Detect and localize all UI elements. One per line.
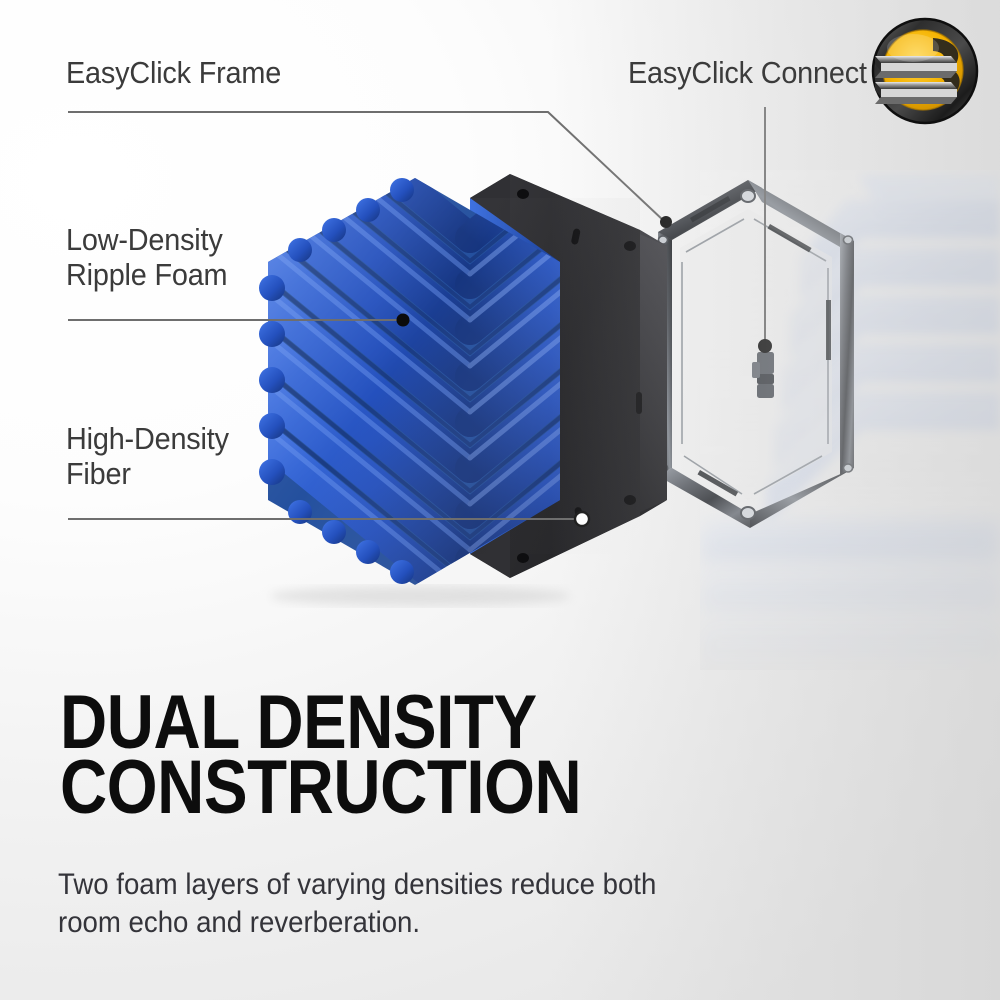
callout-low-density-ripple-foam-label: Low-Density Ripple Foam [66, 222, 228, 293]
headline-block: DUAL DENSITY CONSTRUCTION [60, 680, 740, 831]
callout-easyclick-frame: EasyClick Frame [66, 55, 297, 90]
headline-text: DUAL DENSITY CONSTRUCTION [60, 680, 582, 831]
logo-mark [875, 38, 960, 104]
subcopy-text: Two foam layers of varying densities red… [58, 868, 657, 940]
callout-low-density-ripple-foam: Low-Density Ripple Foam [66, 222, 240, 292]
callout-high-density-fiber-label: High-Density Fiber [66, 421, 229, 492]
callout-easyclick-connect-label: EasyClick Connect [628, 55, 867, 90]
brand-badge-logo [855, 8, 991, 138]
callout-easyclick-frame-label: EasyClick Frame [66, 55, 282, 90]
callout-high-density-fiber: High-Density Fiber [66, 421, 241, 491]
callout-easyclick-connect: EasyClick Connect [628, 55, 885, 90]
